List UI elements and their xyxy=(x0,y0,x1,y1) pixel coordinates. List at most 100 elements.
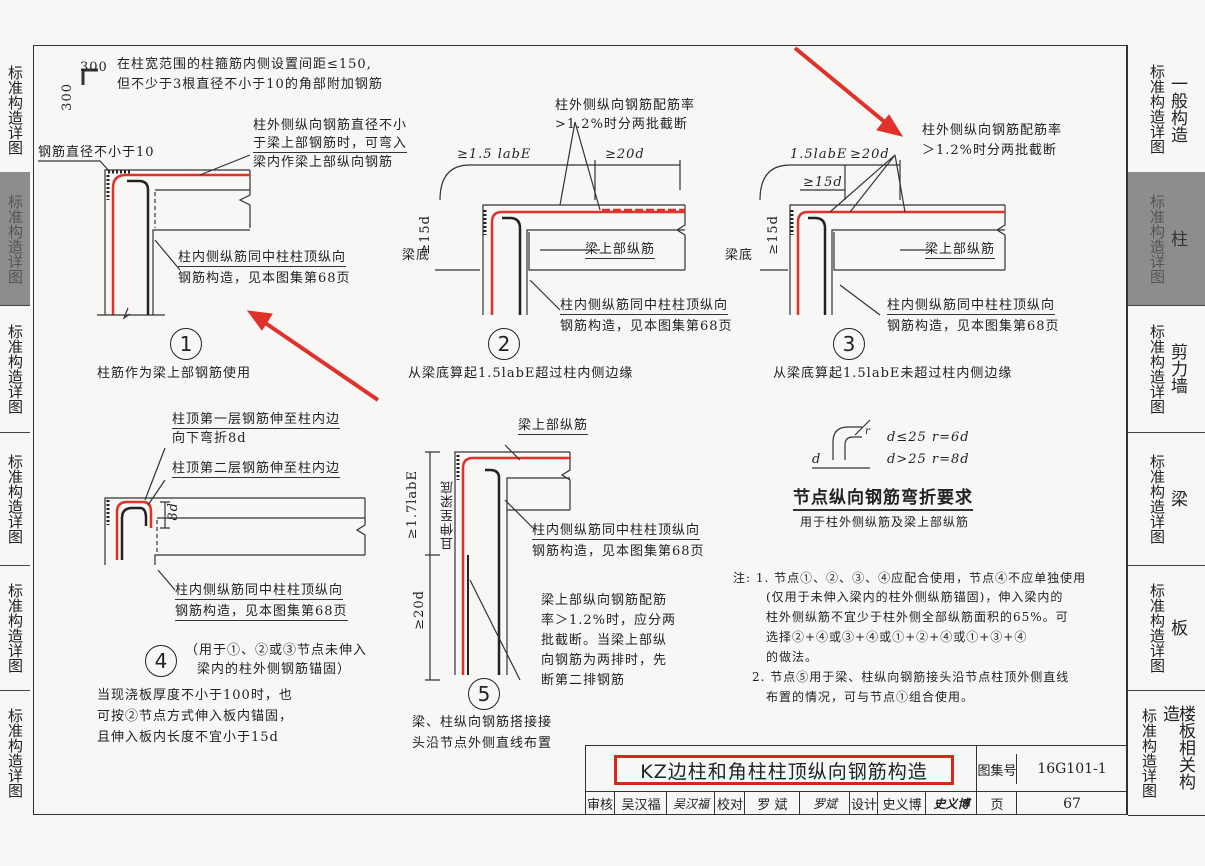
node5-ratio-3: 批截断。当梁上部纵 xyxy=(541,633,668,648)
designer-signature: 史义博 xyxy=(925,792,977,815)
node4-number: 4 xyxy=(145,645,177,677)
node3-ratio-2: ＞1.2%时分两批截断 xyxy=(922,143,1058,158)
left-tab-3[interactable]: 标准构造详图 xyxy=(0,305,30,433)
tab-section: 梁 xyxy=(1167,490,1187,507)
note-line-3: 柱外侧纵筋不宜少于柱外侧全部纵筋面积的65%。可 xyxy=(766,610,1069,624)
reviewer-name: 吴汉福 xyxy=(614,792,667,815)
node3-beam-bottom: 梁底 xyxy=(725,248,754,263)
node3-dim-20d: ≥20d xyxy=(850,147,890,162)
node2-dim-20d: ≥20d xyxy=(605,147,645,162)
node5-ratio-5: 断第二排钢筋 xyxy=(541,673,626,688)
node5-dim-17labe: ≥1.7labE xyxy=(405,470,420,540)
node5-ratio-1: 梁上部纵向钢筋配筋 xyxy=(541,593,668,608)
tab-section: 楼板相关构造 xyxy=(1159,704,1195,790)
node1-number: 1 xyxy=(170,328,202,360)
left-tab-4[interactable]: 标准构造详图 xyxy=(0,432,30,566)
node2-dim-labe: ≥1.5 labE xyxy=(457,147,532,162)
tab-label: 标准构造详图 xyxy=(6,323,24,414)
node4-paren-1: （用于①、②或③节点未伸入 xyxy=(185,643,368,658)
left-tab-6[interactable]: 标准构造详图 xyxy=(0,690,30,815)
node1-bar-diameter: 钢筋直径不小于10 xyxy=(38,145,155,160)
bend-title: 节点纵向钢筋弯折要求 xyxy=(793,487,973,511)
tab-beam[interactable]: 标准构造详图梁 xyxy=(1128,432,1205,566)
node1-inner-1: 柱内侧纵筋同中柱柱顶纵向 xyxy=(178,250,347,267)
node3-drawing xyxy=(759,154,1006,316)
node2-ratio-2: >1.2%时分两批截断 xyxy=(555,117,688,132)
bend-rule-2: d>25 r=8d xyxy=(887,452,970,467)
node5-dim-20d: ≥20d xyxy=(412,590,427,630)
tab-section: 剪力墙 xyxy=(1167,343,1187,394)
left-tab-5[interactable]: 标准构造详图 xyxy=(0,565,30,691)
left-sidebar: 标准构造详图 标准构造详图 标准构造详图 标准构造详图 标准构造详图 标准构造详… xyxy=(0,48,33,815)
design-label: 设计 xyxy=(849,792,878,815)
note-line-7: 布置的情况，可与节点①组合使用。 xyxy=(766,690,975,704)
tab-floor-slab-related[interactable]: 标准构造详图楼板相关构造 xyxy=(1128,690,1205,816)
reviewer-signature: 吴汉福 xyxy=(666,792,715,815)
node3-dim-labe: 1.5labE xyxy=(790,147,848,162)
tab-label: 标准构造详图 xyxy=(6,707,24,798)
tab-series: 标准构造详图 xyxy=(1148,193,1166,284)
bend-d-label: d xyxy=(812,452,822,467)
node4-inner-1: 柱内侧纵筋同中柱柱顶纵向 xyxy=(175,583,344,600)
node1-inner-2: 钢筋构造，见本图集第68页 xyxy=(178,271,351,286)
node2-caption: 从梁底算起1.5labE超过柱内侧边缘 xyxy=(408,366,634,381)
drawing-title-box: KZ边柱和角柱柱顶纵向钢筋构造 xyxy=(614,755,954,785)
node3-ratio-1: 柱外侧纵向钢筋配筋率 xyxy=(922,123,1063,138)
bend-detail xyxy=(812,419,871,469)
node4-slab-3: 且伸入板内长度不宜小于15d xyxy=(97,730,279,745)
tab-slab[interactable]: 标准构造详图板 xyxy=(1128,565,1205,691)
left-tab-2[interactable]: 标准构造详图 xyxy=(0,172,30,306)
node4-slab-2: 可按②节点方式伸入板内锚固， xyxy=(97,709,294,724)
tab-label: 标准构造详图 xyxy=(6,453,24,544)
node5-caption-2: 头沿节点外侧直线布置 xyxy=(412,736,553,751)
tab-section: 一般构造 xyxy=(1167,74,1187,143)
tab-column[interactable]: 标准构造详图柱 xyxy=(1128,172,1205,306)
node2-dim-15d: ≥15d xyxy=(418,215,433,255)
node2-ratio-1: 柱外侧纵向钢筋配筋率 xyxy=(555,98,696,113)
node3-beam-bar: 梁上部纵筋 xyxy=(925,242,996,259)
node5-inner-1: 柱内侧纵筋同中柱柱顶纵向 xyxy=(532,523,701,540)
node4-layer1-2: 向下弯折8d xyxy=(172,431,247,446)
node1-drawing xyxy=(38,68,251,320)
bend-r-label: r xyxy=(865,426,871,437)
title-block: KZ边柱和角柱柱顶纵向钢筋构造 图集号 16G101-1 审核 吴汉福 吴汉福 … xyxy=(585,745,1128,815)
tab-shear-wall[interactable]: 标准构造详图剪力墙 xyxy=(1128,305,1205,433)
tab-label: 标准构造详图 xyxy=(6,65,24,155)
check-label: 校对 xyxy=(714,792,745,815)
node4-layer1-1: 柱顶第一层钢筋伸至柱内边 xyxy=(172,412,341,429)
right-sidebar: 标准构造详图一般构造 标准构造详图柱 标准构造详图剪力墙 标准构造详图梁 标准构… xyxy=(1127,45,1205,816)
designer-name: 史义博 xyxy=(877,792,926,815)
node1-caption: 柱筋作为梁上部钢筋使用 xyxy=(97,366,252,381)
tab-label: 标准构造详图 xyxy=(6,193,24,284)
tab-section: 板 xyxy=(1167,619,1187,636)
node3-caption: 从梁底算起1.5labE未超过柱内侧边缘 xyxy=(773,366,1013,381)
node5-ratio-2: 率＞1.2%时，应分两 xyxy=(541,613,677,628)
tab-series: 标准构造详图 xyxy=(1148,453,1166,544)
atlas-label: 图集号 xyxy=(976,754,1017,784)
page-label: 页 xyxy=(976,792,1017,815)
node2-inner-2: 钢筋构造，见本图集第68页 xyxy=(560,319,733,334)
node5-beam-bar: 梁上部纵筋 xyxy=(518,418,589,435)
node5-extend-to-beam-bottom: 且伸至梁底 xyxy=(441,480,456,550)
node1-outer-1: 柱外侧纵向钢筋直径不小 xyxy=(253,118,408,133)
node3-dim-15d-top: ≥15d xyxy=(803,175,843,190)
node1-outer-3: 梁内作梁上部纵向钢筋 xyxy=(253,155,394,170)
node3-inner-1: 柱内侧纵筋同中柱柱顶纵向 xyxy=(887,298,1056,315)
tab-label: 标准构造详图 xyxy=(6,582,24,673)
node3-inner-2: 钢筋构造，见本图集第68页 xyxy=(887,319,1060,334)
node4-layer2: 柱顶第二层钢筋伸至柱内边 xyxy=(172,461,341,478)
note-line-6: 2. 节点⑤用于梁、柱纵向钢筋接头沿节点柱顶外侧直线 xyxy=(752,670,1070,684)
node4-inner-2: 钢筋构造，见本图集第68页 xyxy=(175,604,348,621)
review-label: 审核 xyxy=(586,798,613,813)
node1-outer-2: 于梁上部钢筋时，可弯入 xyxy=(253,136,408,153)
node2-beam-bottom: 梁底 xyxy=(402,248,431,263)
note-line-5: 的做法。 xyxy=(766,650,819,664)
note-line-4: 选择②+④或③+④或①+②+④或①+③+④ xyxy=(766,630,1028,644)
node4-slab-1: 当现浇板厚度不小于100时，也 xyxy=(97,688,293,703)
tab-series: 标准构造详图 xyxy=(1148,323,1166,414)
dim-300-horizontal: 300 xyxy=(80,60,108,75)
bend-subtitle: 用于柱外侧纵筋及梁上部纵筋 xyxy=(800,515,970,529)
tab-series: 标准构造详图 xyxy=(1148,63,1166,154)
